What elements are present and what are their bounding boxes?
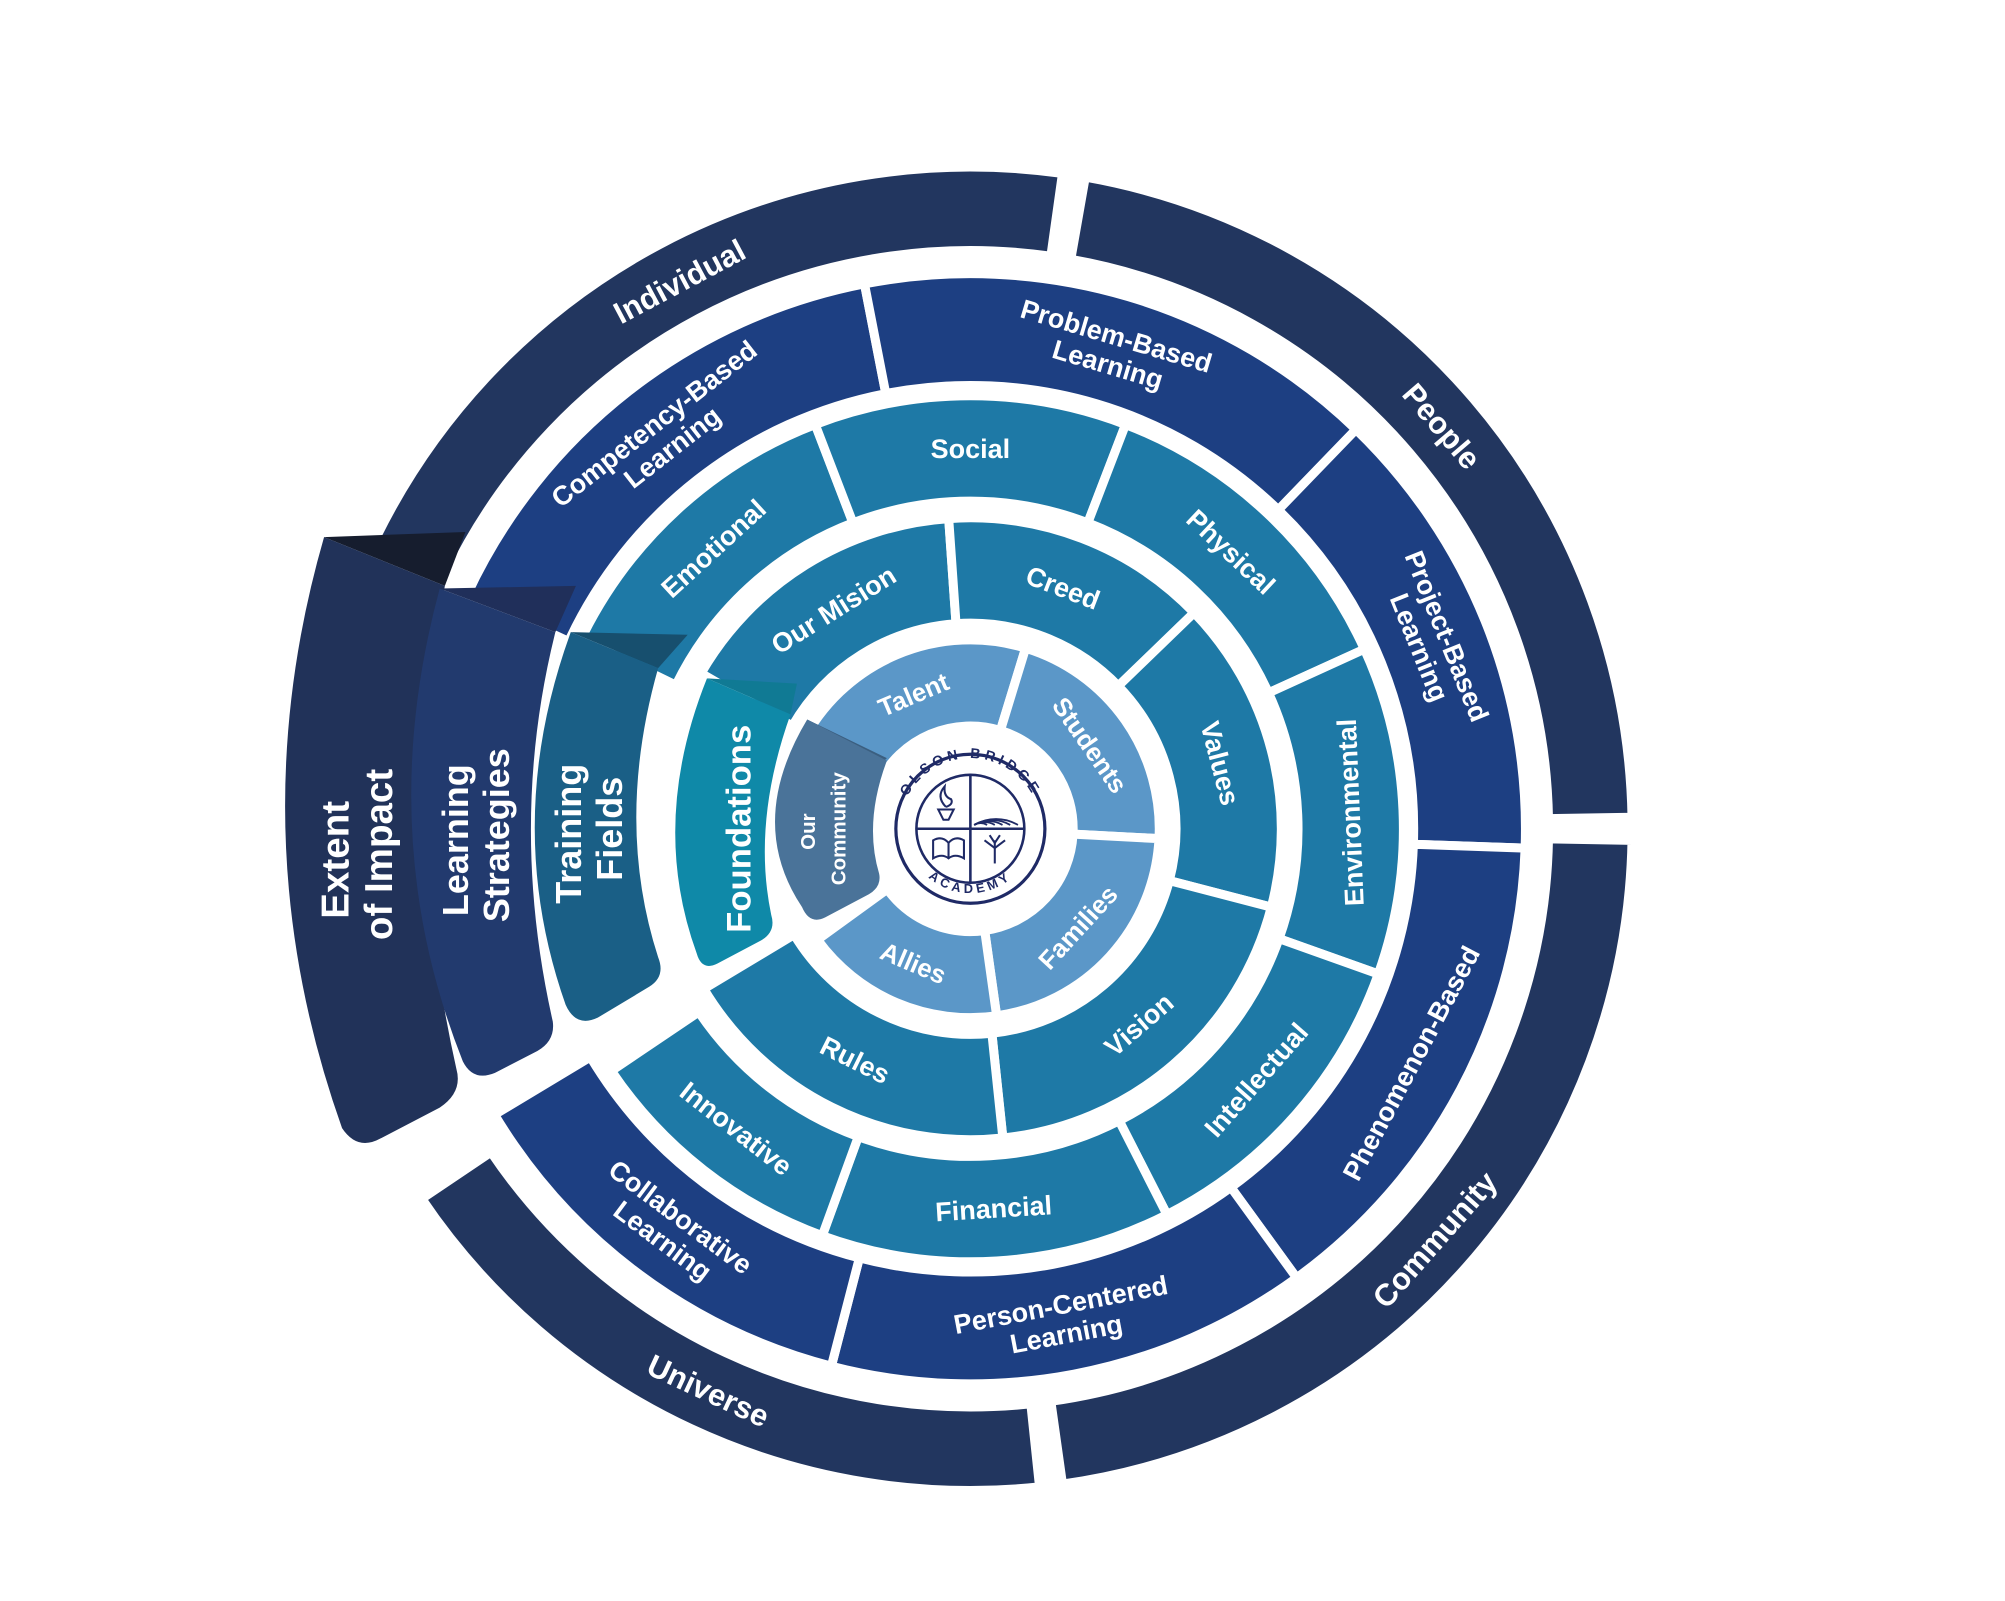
segment-shape xyxy=(979,829,1164,1021)
foundations-panel: Foundations xyxy=(675,678,797,966)
segment-collaborative-learning: CollaborativeLearning xyxy=(488,1050,865,1372)
tree-icon xyxy=(983,834,1006,864)
segment-label: Social xyxy=(931,434,1010,464)
segment-students: Students xyxy=(994,642,1164,844)
segment-shape xyxy=(986,875,1277,1143)
segment-people: People xyxy=(1065,171,1637,824)
segment-financial: Financial xyxy=(816,1114,1174,1267)
segment-vision: Vision xyxy=(986,875,1277,1143)
segment-shape xyxy=(415,1145,1045,1495)
foundations-panel-label: Foundations xyxy=(721,725,759,933)
segment-person-centered-learning: Person-CenteredLearning xyxy=(825,1181,1303,1389)
segment-shape xyxy=(1045,834,1637,1490)
segment-allies: Allies xyxy=(811,882,1002,1023)
open-book-icon xyxy=(932,837,965,861)
segment-families: Families xyxy=(979,829,1164,1021)
learning-strategies-panel: Learning Strategies xyxy=(411,585,576,1076)
learning-panel-label: Learning Strategies xyxy=(435,748,517,922)
segment-shape xyxy=(488,1050,865,1372)
our-community-panel: Our Community xyxy=(775,719,887,920)
segment-innovative: Innovative xyxy=(605,1005,865,1242)
community-panel-label: Our Community xyxy=(797,772,851,886)
segment-shape xyxy=(697,928,1008,1145)
segment-social: Social xyxy=(809,391,1132,529)
segment-emotional: Emotional xyxy=(575,418,859,692)
training-fields-panel: Training Fields xyxy=(534,632,688,1021)
extent-panel-label: Extent of Impact xyxy=(314,769,401,940)
segment-label: Financial xyxy=(934,1190,1053,1227)
segment-creed: Creed xyxy=(943,513,1201,693)
extent-of-impact-panel: Extent of Impact xyxy=(285,531,466,1144)
segment-shape xyxy=(811,882,1002,1023)
segment-shape xyxy=(994,642,1164,844)
segment-intellectual: Intellectual xyxy=(1113,932,1385,1221)
rainbow-bridge-icon xyxy=(973,818,1019,826)
segment-environmental: Environmental xyxy=(1262,643,1408,980)
segment-universe: Universe xyxy=(415,1145,1045,1495)
segment-rules: Rules xyxy=(697,928,1008,1145)
segment-shape xyxy=(605,1005,865,1242)
training-panel-label: Training Fields xyxy=(548,754,630,904)
segment-shape xyxy=(1065,171,1637,824)
torch-icon xyxy=(936,783,956,821)
olson-bridge-academy-logo: OLSON BRIDGE ACADEMY xyxy=(889,745,1052,910)
